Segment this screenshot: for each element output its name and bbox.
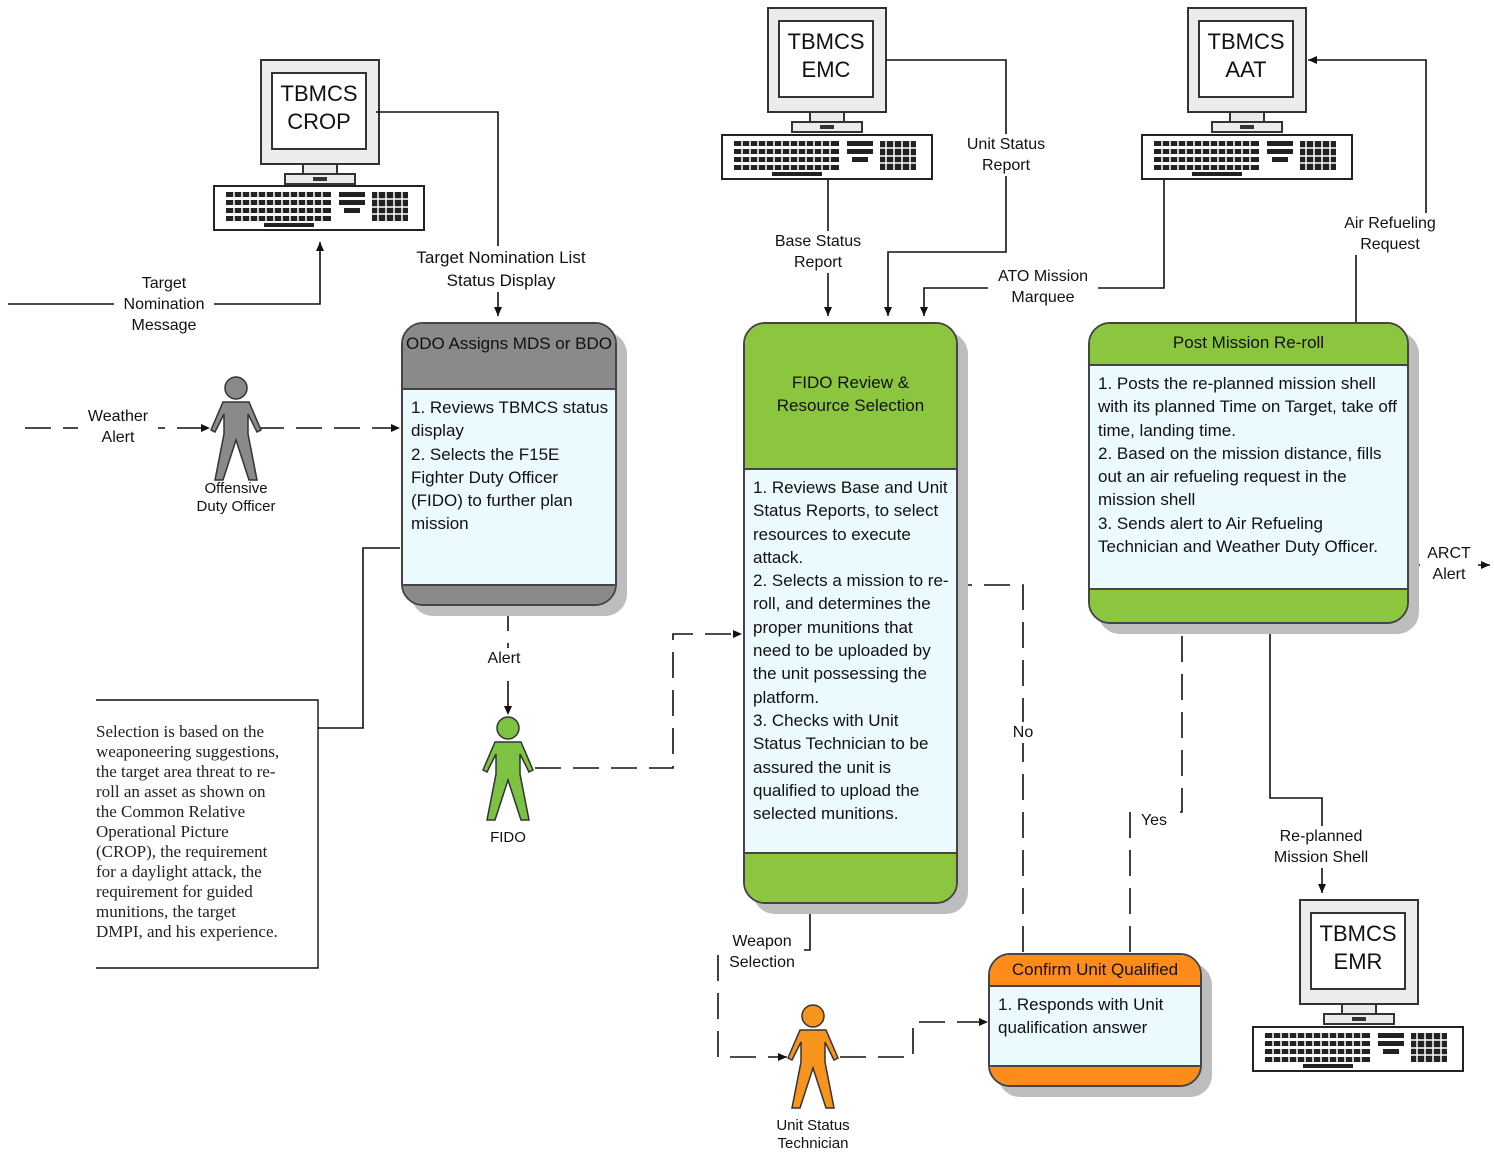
process-fido-header: FIDO Review & Resource Selection bbox=[745, 324, 956, 468]
process-confirm-footer bbox=[990, 1067, 1200, 1085]
target-nomination-message-line bbox=[8, 242, 324, 305]
weapon-to-tech-line bbox=[717, 955, 787, 1061]
emc-line2: EMC bbox=[801, 57, 851, 82]
fido-to-review-line bbox=[535, 630, 742, 769]
crop-screen: TBMCS CROP bbox=[271, 72, 367, 150]
process-fido-title: FIDO Review & Resource Selection bbox=[776, 373, 925, 415]
process-odo-header: ODO Assigns MDS or BDO bbox=[403, 324, 615, 388]
label-yes: Yes bbox=[1134, 810, 1174, 831]
process-fido-body: 1. Reviews Base and Unit Status Reports,… bbox=[745, 468, 956, 854]
aat-screen: TBMCS AAT bbox=[1198, 20, 1294, 98]
label-no: No bbox=[1006, 722, 1040, 743]
process-post-mission-body: 1. Posts the re-planned mission shell wi… bbox=[1090, 364, 1407, 590]
crop-line1: TBMCS bbox=[280, 81, 358, 106]
process-odo-step: 2. Selects the F15E Fighter Duty Officer… bbox=[411, 444, 573, 534]
process-odo-assigns: ODO Assigns MDS or BDO 1. Reviews TBMCS … bbox=[401, 322, 617, 606]
person-offensive-duty-officer-icon bbox=[210, 376, 262, 481]
process-confirm-header: Confirm Unit Qualified bbox=[990, 955, 1200, 985]
process-confirm-unit: Confirm Unit Qualified 1. Responds with … bbox=[988, 953, 1202, 1087]
crop-line2: CROP bbox=[287, 109, 351, 134]
air-refueling-request-line bbox=[1308, 60, 1427, 322]
person-fido-icon bbox=[482, 716, 534, 821]
emr-line2: EMR bbox=[1333, 949, 1383, 974]
emr-screen: TBMCS EMR bbox=[1310, 912, 1406, 990]
person-unit-status-technician-icon bbox=[787, 1004, 839, 1109]
process-post-mission-step: 3. Sends alert to Air Refueling Technici… bbox=[1098, 513, 1379, 557]
process-fido-review: FIDO Review & Resource Selection 1. Revi… bbox=[743, 322, 958, 904]
aat-line1: TBMCS bbox=[1207, 29, 1285, 54]
process-fido-step: 3. Checks with Unit Status Technician to… bbox=[753, 710, 929, 824]
process-odo-body: 1. Reviews TBMCS status display 2. Selec… bbox=[403, 388, 615, 586]
process-fido-footer bbox=[745, 854, 956, 902]
process-confirm-title: Confirm Unit Qualified bbox=[1011, 960, 1179, 979]
process-post-mission-step: 1. Posts the re-planned mission shell wi… bbox=[1098, 374, 1397, 440]
process-odo-title: ODO Assigns MDS or BDO bbox=[406, 334, 612, 353]
yes-feedback-line bbox=[1129, 622, 1186, 952]
tech-to-confirm-line bbox=[840, 1018, 988, 1058]
process-odo-footer bbox=[403, 586, 615, 604]
process-confirm-body: 1. Responds with Unit qualification answ… bbox=[990, 985, 1200, 1067]
note-bracket bbox=[96, 699, 319, 969]
process-post-mission-header: Post Mission Re-roll bbox=[1090, 324, 1407, 364]
process-confirm-step: 1. Responds with Unit qualification answ… bbox=[998, 995, 1164, 1038]
process-post-mission-step: 2. Based on the mission distance, fills … bbox=[1098, 443, 1382, 510]
note-connector-line bbox=[318, 547, 400, 729]
label-alert: Alert bbox=[480, 648, 528, 669]
emc-line1: TBMCS bbox=[787, 29, 865, 54]
no-feedback-line bbox=[955, 581, 1024, 952]
emc-unit-status-line bbox=[884, 59, 1007, 316]
process-post-mission-footer bbox=[1090, 590, 1407, 622]
process-fido-step: 2. Selects a mission to re-roll, and det… bbox=[753, 571, 949, 707]
emc-screen: TBMCS EMC bbox=[778, 20, 874, 98]
label-fido: FIDO bbox=[490, 829, 526, 846]
process-fido-step: 1. Reviews Base and Unit Status Reports,… bbox=[753, 478, 948, 567]
process-post-mission: Post Mission Re-roll 1. Posts the re-pla… bbox=[1088, 322, 1409, 624]
aat-line2: AAT bbox=[1225, 57, 1267, 82]
process-odo-step: 1. Reviews TBMCS status display bbox=[411, 398, 609, 441]
process-post-mission-title: Post Mission Re-roll bbox=[1172, 333, 1325, 352]
emr-line1: TBMCS bbox=[1319, 921, 1397, 946]
